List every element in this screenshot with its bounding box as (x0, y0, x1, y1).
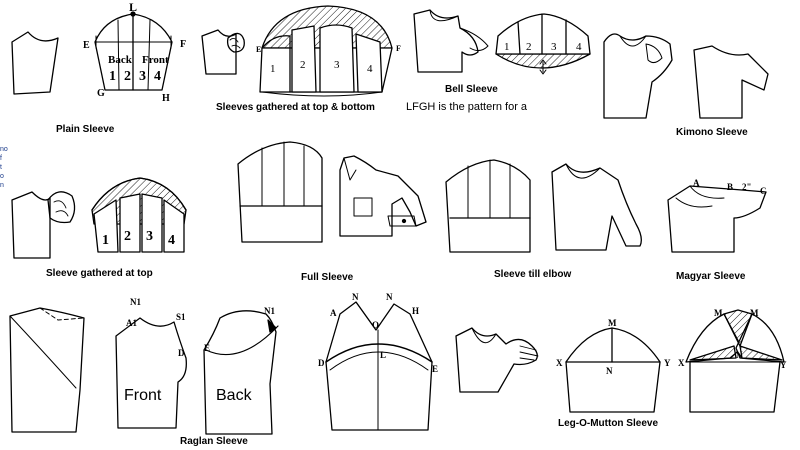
lom-X-label: X (556, 358, 563, 368)
magyar-2in-label: 2" (742, 182, 752, 192)
caption-full-sleeve: Full Sleeve (301, 272, 354, 283)
bell-piece-3: 3 (551, 41, 557, 53)
bell-piece-1: 1 (504, 41, 510, 53)
gathered-piece-1: 1 (270, 63, 276, 75)
front-label: Front (142, 54, 169, 66)
sleeve-O-label: O (372, 320, 379, 330)
gathered-top-pattern: 1 2 3 4 (91, 177, 187, 253)
left-edge-text: no f t o n (0, 146, 8, 189)
caption-leg-o-mutton-sleeve: Leg-O-Mutton Sleeve (558, 418, 659, 429)
caption-kimono-sleeve: Kimono Sleeve (676, 127, 748, 138)
pattern-note: LFGH is the pattern for a (406, 101, 528, 113)
magyar-A-label: A (693, 178, 700, 188)
caption-bell-sleeve: Bell Sleeve (445, 84, 498, 95)
raglan-N1-label: N1 (130, 297, 141, 307)
point-E-label: E (83, 40, 90, 51)
caption-raglan-sleeve: Raglan Sleeve (180, 436, 248, 447)
piece-2-label: 2 (124, 69, 131, 84)
full-sleeve-garment (339, 155, 427, 237)
sleeve-A-label: A (330, 308, 337, 318)
raglan-back-label: Back (216, 387, 253, 404)
raglan-D-label: D (178, 348, 185, 358)
lom-Y-label: Y (664, 358, 671, 368)
lom2-N-label: N (736, 350, 743, 360)
plain-sleeve-bodice (11, 31, 59, 95)
lom2-M1-label: M (714, 308, 723, 318)
leg-o-mutton-pattern: M X Y N (556, 318, 671, 413)
sleeve-D-label: D (318, 358, 325, 368)
sleeve-H-label: H (412, 306, 419, 316)
point-F-label: F (180, 39, 186, 50)
caption-sleeves-gathered-top-bottom: Sleeves gathered at top & bottom (216, 102, 375, 113)
kimono-pattern-back (693, 45, 769, 119)
lom2-M2-label: M (750, 308, 759, 318)
sleeve-N-label: N (352, 292, 359, 302)
gt-piece-1: 1 (102, 233, 109, 248)
back-label: Back (108, 54, 133, 66)
caption-magyar-sleeve: Magyar Sleeve (676, 271, 746, 282)
lom2-X-label: X (678, 358, 685, 368)
caption-sleeve-gathered-at-top: Sleeve gathered at top (46, 268, 153, 279)
kimono-bodice-front (603, 33, 673, 119)
piece-4-label: 4 (154, 69, 161, 84)
elbow-sleeve-pattern (445, 159, 531, 253)
elbow-sleeve-garment (551, 163, 642, 251)
raglan-back-N1-label: N1 (264, 306, 275, 316)
raglan-E-label: E (204, 343, 210, 353)
gathered-sleeve-pattern: E F 1 2 3 4 (256, 5, 401, 97)
magyar-sleeve-pattern: A B 2" C (667, 178, 767, 253)
piece-3-label: 3 (139, 69, 146, 84)
full-sleeve-pattern (237, 141, 323, 243)
gathered-top-bodice (11, 191, 76, 259)
sleeve-L-label: L (380, 350, 386, 360)
raglan-S1-label: S1 (176, 312, 186, 322)
bell-sleeve-bodice (413, 9, 489, 73)
point-H-label: H (162, 93, 170, 104)
raglan-front-pattern: N1 A1 S1 D Front (115, 297, 187, 429)
point-G-label: G (97, 88, 105, 99)
gathered-piece-2: 2 (300, 59, 306, 71)
caption-sleeve-till-elbow: Sleeve till elbow (494, 269, 572, 280)
point-L-label: L (129, 0, 137, 14)
gathered-sleeve-bodice (201, 29, 245, 75)
raglan-front-label: Front (124, 387, 162, 404)
plain-sleeve-pattern: L E F G H Back Front 1 2 3 4 (83, 0, 186, 104)
lom-M-label: M (608, 318, 617, 328)
magyar-C-label: C (760, 186, 767, 196)
raglan-bodice-sketch (9, 307, 85, 433)
magyar-B-label: B (727, 182, 733, 192)
raglan-back-pattern: E N1 Back (203, 306, 279, 435)
raglan-sleeve-pattern: A N N H O L D E (318, 292, 438, 431)
bell-sleeve-pattern: 1 2 3 4 (495, 13, 591, 75)
bell-piece-2: 2 (526, 41, 532, 53)
gt-piece-4: 4 (168, 233, 175, 248)
caption-plain-sleeve: Plain Sleeve (56, 124, 115, 135)
leg-o-mutton-slashed: M M X Y N (678, 308, 787, 413)
bell-piece-4: 4 (576, 41, 582, 53)
gathered-E-label: E (256, 45, 261, 54)
piece-1-label: 1 (109, 69, 116, 84)
gt-piece-2: 2 (124, 229, 131, 244)
gathered-piece-3: 3 (334, 59, 340, 71)
gathered-F-label: F (396, 44, 401, 53)
sleeve-E-label: E (432, 364, 438, 374)
gt-piece-3: 3 (146, 229, 153, 244)
leg-o-mutton-bodice (455, 327, 539, 393)
lom2-Y-label: Y (780, 360, 787, 370)
raglan-A1-label: A1 (126, 318, 137, 328)
lom-N-label: N (606, 366, 613, 376)
gathered-piece-4: 4 (367, 63, 373, 75)
sleeve-N2-label: N (386, 292, 393, 302)
